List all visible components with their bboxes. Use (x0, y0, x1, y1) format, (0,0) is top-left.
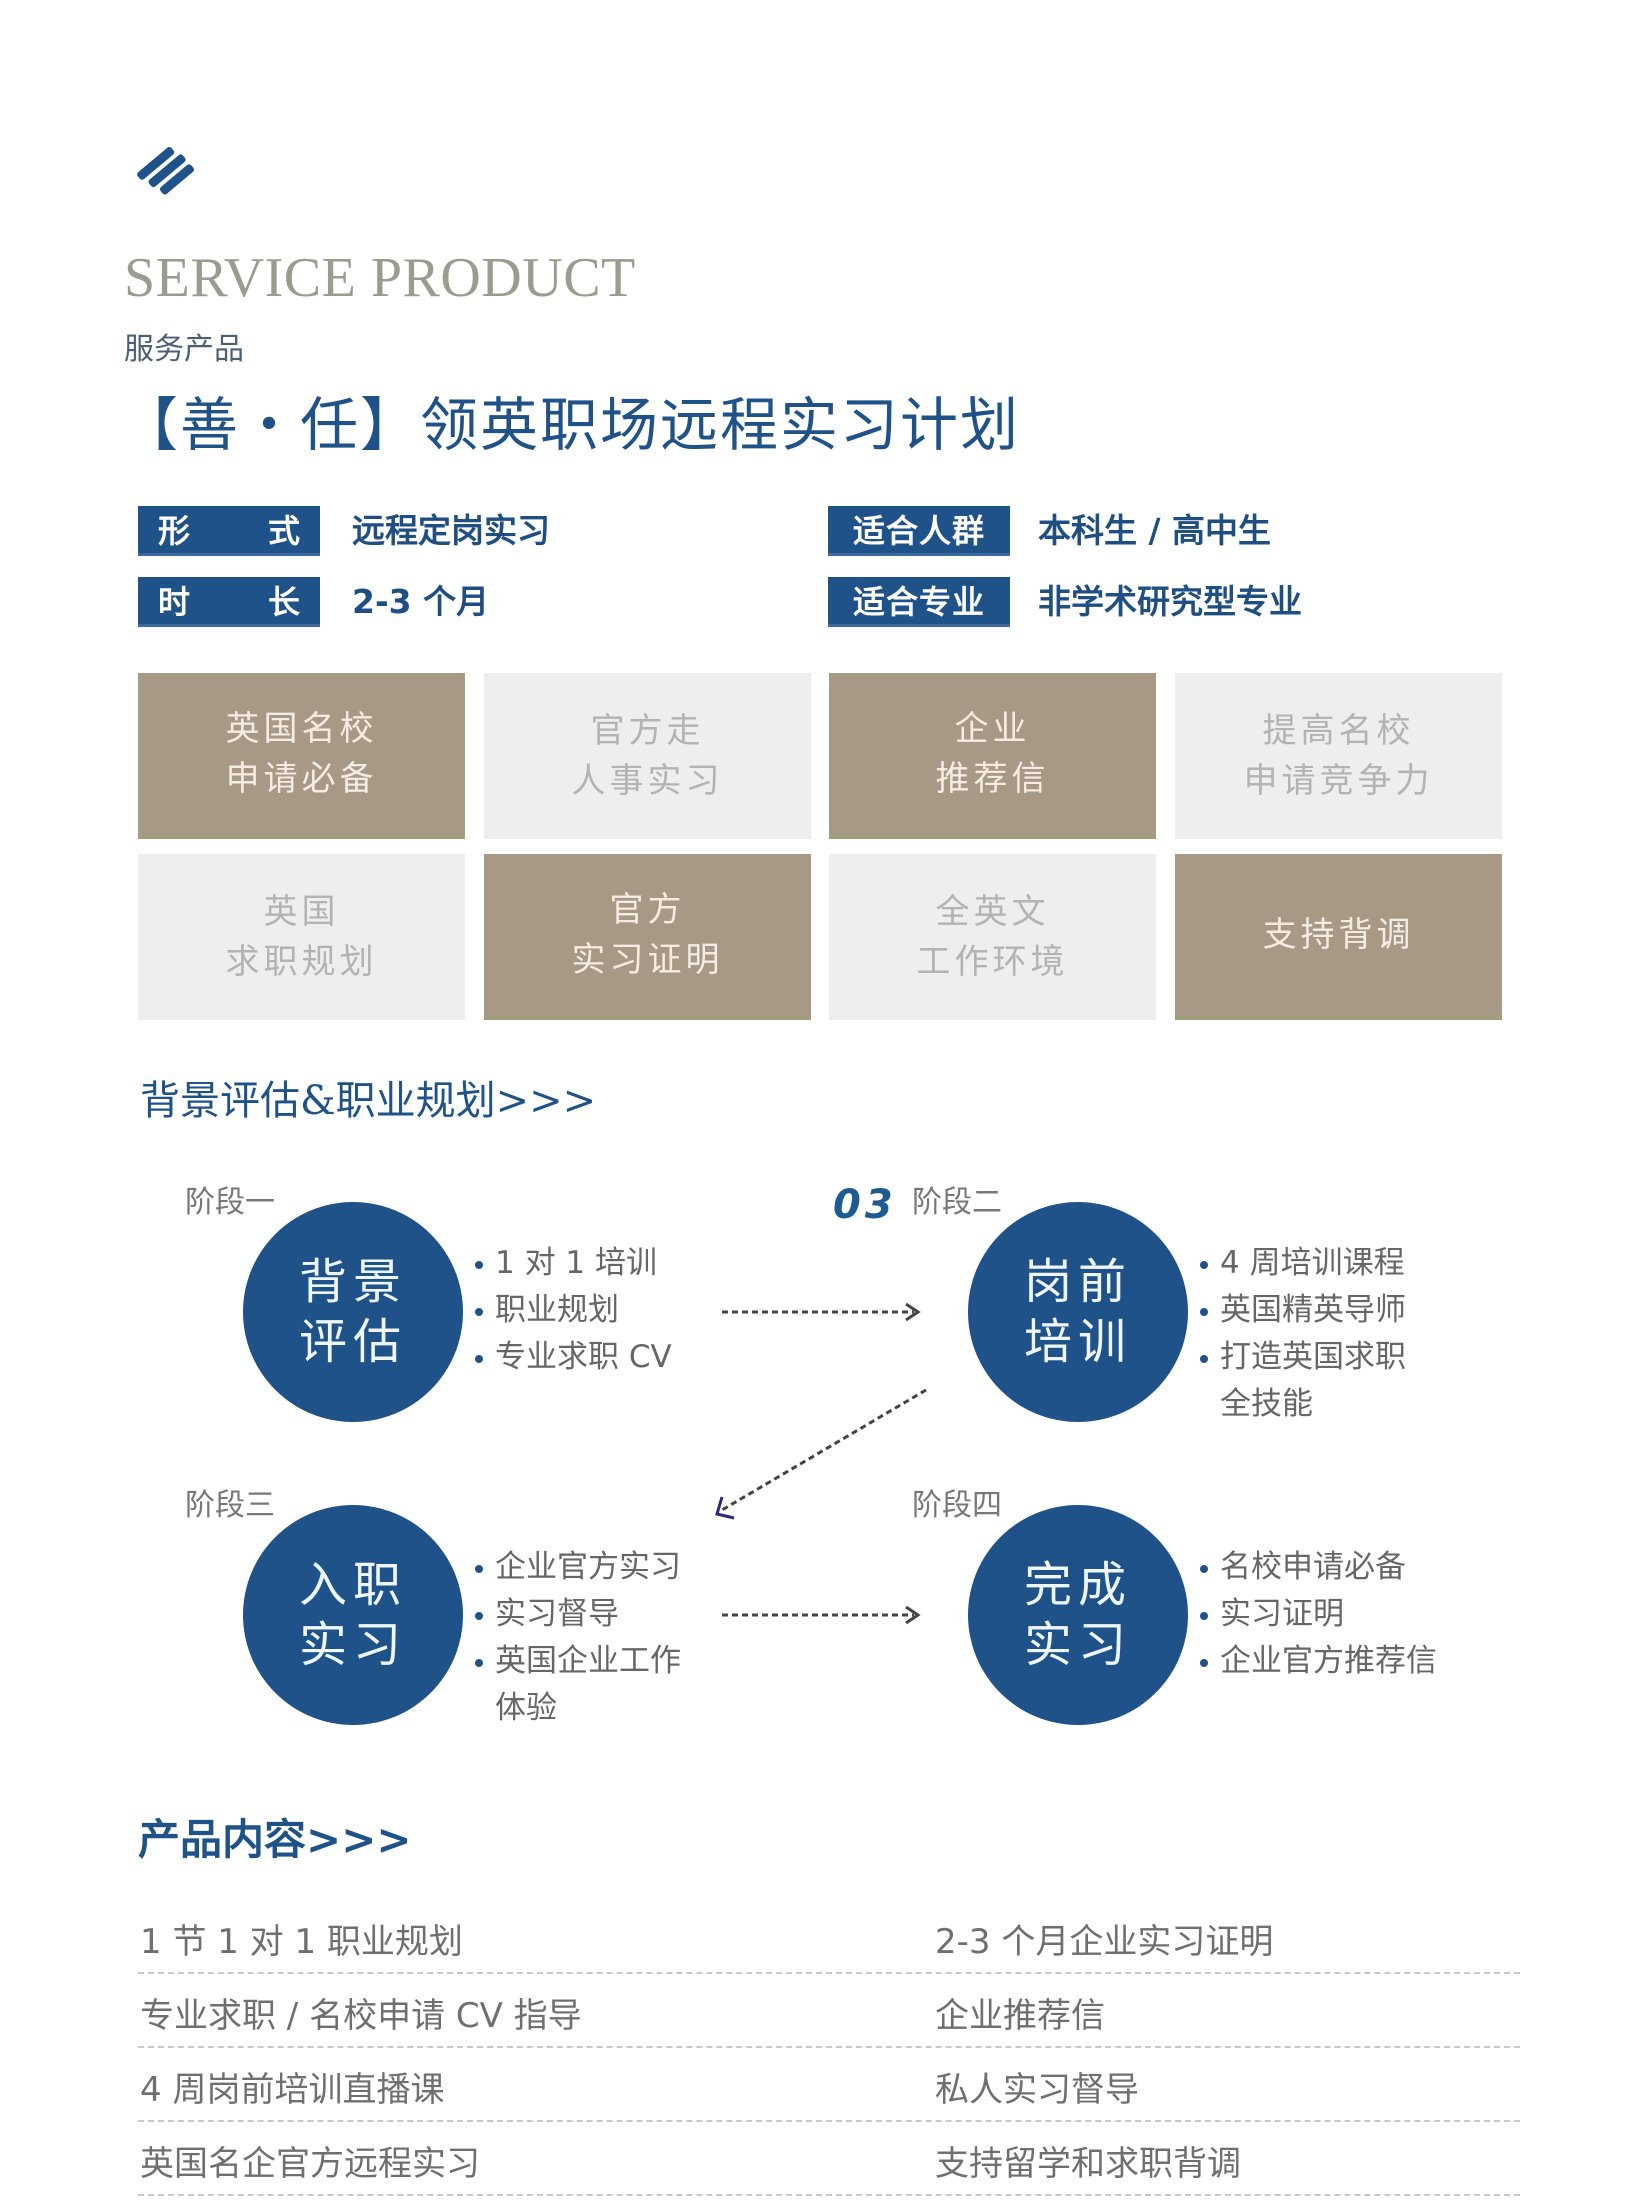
page-title: 【善・任】领英职场远程实习计划 (120, 391, 1021, 459)
product-item: 1 节 1 对 1 职业规划 (140, 1922, 463, 1962)
feature-tile: 全英文 工作环境 (829, 854, 1156, 1020)
stage-bullet: 职业规划 (473, 1287, 672, 1334)
duration-label: 时 长 (138, 577, 320, 627)
stage-label: 阶段三 (185, 1488, 275, 1523)
feature-tile: 官方 实习证明 (484, 854, 811, 1020)
stage-bullet: 名校申请必备 (1198, 1544, 1437, 1591)
stage-label: 阶段二 (912, 1185, 1002, 1220)
arrow-right-icon (722, 1302, 921, 1322)
product-item: 2-3 个月企业实习证明 (935, 1922, 1274, 1962)
stage-bullet: 4 周培训课程 (1198, 1240, 1406, 1287)
stage-bullet-continuation: 体验 (495, 1690, 557, 1726)
product-row: 4 周岗前培训直播课 私人实习督导 (138, 2048, 1520, 2122)
stage-bullets: 企业官方实习 实习督导 英国企业工作 体验 (473, 1544, 681, 1732)
stage-bullet: 打造英国求职 (1198, 1334, 1406, 1381)
feature-tile: 英国 求职规划 (138, 854, 465, 1020)
audience-label: 适合人群 (828, 506, 1010, 556)
stage-bullet: 实习证明 (1198, 1591, 1437, 1638)
format-value: 远程定岗实习 (352, 511, 550, 550)
format-label: 形 式 (138, 506, 320, 556)
stage-circle: 岗前 培训 (968, 1202, 1188, 1422)
brand-logo-icon (135, 140, 197, 202)
product-row: 专业求职 / 名校申请 CV 指导 企业推荐信 (138, 1974, 1520, 2048)
feature-tile: 英国名校 申请必备 (138, 673, 465, 839)
stage-bullets: 4 周培训课程 英国精英导师 打造英国求职 全技能 (1198, 1240, 1406, 1428)
product-heading: 产品内容>>> (138, 1815, 412, 1864)
format-label-char-2: 式 (267, 512, 300, 550)
product-item: 企业推荐信 (935, 1996, 1105, 2036)
stage-circle: 完成 实习 (968, 1505, 1188, 1725)
stage-bullet: 实习督导 (473, 1591, 681, 1638)
english-title: SERVICE PRODUCT (124, 247, 636, 309)
format-label-char-1: 形 (158, 512, 191, 550)
stage-circle: 入职 实习 (243, 1505, 463, 1725)
product-row: 英国名企官方远程实习 支持留学和求职背调 (138, 2122, 1520, 2196)
feature-tile: 官方走 人事实习 (484, 673, 811, 839)
product-item: 英国名企官方远程实习 (140, 2144, 480, 2184)
stage-bullet: 企业官方推荐信 (1198, 1638, 1437, 1685)
chinese-subtitle: 服务产品 (124, 332, 244, 367)
product-item: 专业求职 / 名校申请 CV 指导 (140, 1996, 582, 2036)
stage-bullet: 企业官方实习 (473, 1544, 681, 1591)
stage-label: 阶段一 (185, 1185, 275, 1220)
major-value: 非学术研究型专业 (1038, 582, 1302, 621)
feature-tile: 企业 推荐信 (829, 673, 1156, 839)
stage-bullet-continuation: 全技能 (1220, 1386, 1313, 1422)
duration-label-char-1: 时 (158, 583, 191, 621)
feature-tile: 支持背调 (1175, 854, 1502, 1020)
audience-value: 本科生 / 高中生 (1038, 511, 1272, 550)
product-item: 4 周岗前培训直播课 (140, 2070, 445, 2110)
duration-value: 2-3 个月 (352, 582, 490, 621)
stage-bullets: 名校申请必备 实习证明 企业官方推荐信 (1198, 1544, 1437, 1685)
stage-bullet: 专业求职 CV (473, 1334, 672, 1381)
product-item: 私人实习督导 (935, 2070, 1139, 2110)
stage-label: 阶段四 (912, 1488, 1002, 1523)
stage-circle: 背景 评估 (243, 1202, 463, 1422)
step-number-badge: 03 (833, 1182, 897, 1228)
product-item: 支持留学和求职背调 (935, 2144, 1241, 2184)
stage-bullets: 1 对 1 培训 职业规划 专业求职 CV (473, 1240, 672, 1381)
major-label: 适合专业 (828, 577, 1010, 627)
stage-bullet: 1 对 1 培训 (473, 1240, 672, 1287)
stage-bullet: 英国精英导师 (1198, 1287, 1406, 1334)
duration-label-char-2: 长 (267, 583, 300, 621)
process-heading: 背景评估&职业规划>>> (140, 1078, 597, 1124)
arrow-diagonal-icon (715, 1388, 927, 1520)
arrow-right-icon (722, 1605, 921, 1625)
product-row: 1 节 1 对 1 职业规划 2-3 个月企业实习证明 (138, 1900, 1520, 1974)
stage-bullet: 英国企业工作 (473, 1638, 681, 1685)
feature-tile: 提高名校 申请竞争力 (1175, 673, 1502, 839)
